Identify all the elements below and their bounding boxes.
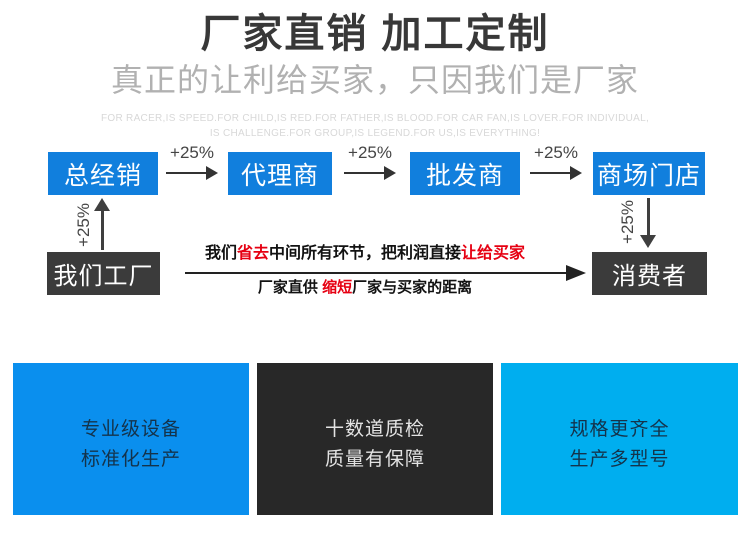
increment-arrow-2: +25% bbox=[344, 143, 396, 180]
feature-line1: 十数道质检 bbox=[324, 419, 425, 440]
arrow-down-icon bbox=[639, 198, 657, 250]
increment-label: +25% bbox=[348, 143, 392, 162]
chain-step-general-distributor: 总经销 bbox=[48, 152, 158, 195]
tagline-line1: FOR RACER,IS SPEED.FOR CHILD,IS RED.FOR … bbox=[100, 113, 650, 124]
feature-card-specs: 规格更齐全 生产多型号 bbox=[501, 363, 738, 515]
increment-arrow-3: +25% bbox=[530, 143, 582, 180]
increment-label: +25% bbox=[170, 143, 214, 162]
chain-step-agent: 代理商 bbox=[228, 152, 332, 195]
increment-arrow-1: +25% bbox=[166, 143, 218, 180]
feature-line2: 生产多型号 bbox=[569, 449, 670, 470]
tagline: FOR RACER,IS SPEED.FOR CHILD,IS RED.FOR … bbox=[0, 111, 750, 141]
arrow-right-icon bbox=[344, 166, 396, 180]
msg2-seg1: 厂家直供 bbox=[257, 279, 323, 296]
direct-supply-message: 厂家直供 缩短厂家与买家的距离 bbox=[160, 278, 570, 298]
consumer-box: 消费者 bbox=[592, 252, 707, 295]
increment-label: +25% bbox=[534, 143, 578, 162]
feature-card-equipment: 专业级设备 标准化生产 bbox=[13, 363, 249, 515]
arrow-right-icon bbox=[166, 166, 218, 180]
arrow-head-icon bbox=[640, 235, 656, 248]
arrow-shaft bbox=[646, 198, 650, 235]
msg2-seg3: 厂家与买家的距离 bbox=[352, 279, 473, 296]
feature-card-quality: 十数道质检 质量有保障 bbox=[257, 363, 493, 515]
feature-line2: 标准化生产 bbox=[80, 449, 181, 470]
page-title: 厂家直销 加工定制 bbox=[200, 12, 550, 56]
arrow-up-icon bbox=[93, 198, 111, 252]
msg1-seg2-red: 省去 bbox=[236, 245, 269, 262]
factory-box: 我们工厂 bbox=[47, 252, 160, 295]
arrow-right-icon bbox=[530, 166, 582, 180]
arrow-head-icon bbox=[384, 166, 396, 180]
page-subtitle: 真正的让利给买家，只因我们是厂家 bbox=[110, 62, 639, 98]
arrow-head-icon bbox=[566, 265, 586, 281]
msg1-seg4-red: 让给买家 bbox=[461, 245, 526, 262]
profit-message: 我们省去中间所有环节，把利润直接让给买家 bbox=[160, 244, 570, 264]
msg1-seg1: 我们 bbox=[204, 245, 237, 262]
tagline-line2: IS CHALLENGE.FOR GROUP,IS LEGEND.FOR US,… bbox=[209, 128, 541, 139]
increment-label-vertical-left: +25% bbox=[74, 203, 93, 247]
feature-line2: 质量有保障 bbox=[324, 449, 425, 470]
arrow-head-icon bbox=[94, 198, 110, 211]
chain-step-wholesaler: 批发商 bbox=[410, 152, 520, 195]
arrow-shaft bbox=[100, 211, 104, 250]
feature-line1: 规格更齐全 bbox=[569, 419, 670, 440]
chain-step-mall-store: 商场门店 bbox=[593, 152, 705, 195]
increment-label-vertical-right: +25% bbox=[618, 200, 637, 244]
arrow-head-icon bbox=[570, 166, 582, 180]
msg2-seg2-red: 缩短 bbox=[322, 279, 353, 296]
msg1-seg3: 中间所有环节，把利润直接 bbox=[269, 245, 462, 262]
arrow-head-icon bbox=[206, 166, 218, 180]
arrow-right-long-icon bbox=[185, 272, 566, 274]
feature-line1: 专业级设备 bbox=[80, 419, 181, 440]
